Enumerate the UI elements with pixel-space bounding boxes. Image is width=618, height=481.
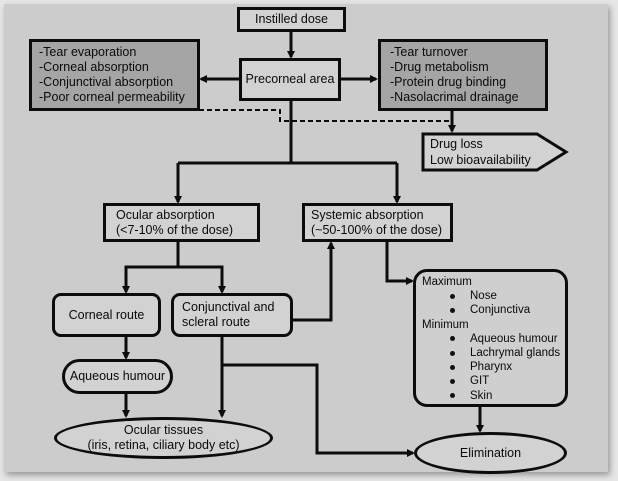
ocular-tissues-ellipse: Ocular tissues (iris, retina, ciliary bo…: [54, 417, 273, 459]
left-losses-box: -Tear evaporation -Corneal absorption -C…: [29, 39, 200, 111]
instilled-dose-label: Instilled dose: [255, 12, 328, 26]
ocular-absorption-title: Ocular absorption: [116, 207, 215, 222]
systemic-sites-box: Maximum Nose Conjunctiva Minimum Aqueous…: [413, 269, 568, 407]
drug-loss-text: Drug loss Low bioavailability: [430, 137, 531, 168]
site-list-item: Conjunctiva: [422, 303, 565, 317]
arrow-conjunctival-to-systemic: [292, 241, 335, 322]
connector-ocular-split: [122, 241, 180, 294]
bullet-icon: [450, 364, 455, 370]
site-list-item: GIT: [422, 374, 565, 388]
site-list-item: Pharynx: [422, 360, 565, 374]
systemic-absorption-percent: (~50-100% of the dose): [311, 222, 442, 237]
left-loss-item: -Tear evaporation: [39, 45, 137, 59]
ocular-tissues-examples: (iris, retina, ciliary body etc): [87, 438, 240, 452]
drug-loss-label: Drug loss: [430, 137, 483, 151]
drug-loss-shape: [421, 132, 569, 172]
site-label: Nose: [470, 290, 497, 303]
elimination-ellipse: Elimination: [414, 432, 567, 474]
site-list-item: Lachrymal glands: [422, 346, 565, 360]
minimum-label: Minimum: [422, 318, 469, 331]
site-list-item: Aqueous humour: [422, 332, 565, 346]
ocular-absorption-percent: (<7-10% of the dose): [116, 222, 234, 237]
arrow-systemic-to-sites: [385, 241, 414, 285]
low-bioavailability-label: Low bioavailability: [430, 152, 531, 167]
bullet-icon: [450, 350, 455, 356]
right-loss-item: -Nasolacrimal drainage: [390, 90, 519, 104]
bullet-icon: [450, 308, 455, 313]
ocular-tissues-title: Ocular tissues: [123, 423, 204, 437]
conjunctival-route-box: Conjunctival and scleral route: [171, 293, 293, 337]
precorneal-area-box: Precorneal area: [239, 58, 341, 101]
bullet-icon: [450, 393, 455, 399]
site-list-item: Skin: [422, 389, 565, 403]
systemic-absorption-box: Systemic absorption (~50-100% of the dos…: [302, 203, 453, 242]
bullet-icon: [450, 293, 455, 299]
right-losses-box: -Tear turnover -Drug metabolism -Protein…: [378, 39, 548, 111]
systemic-absorption-title: Systemic absorption: [311, 207, 424, 222]
right-loss-item: -Tear turnover: [390, 45, 468, 59]
corneal-route-box: Corneal route: [52, 293, 161, 337]
aqueous-humour-label: Aqueous humour: [69, 369, 166, 383]
arrow-conjunctival-to-elimination: [222, 363, 415, 457]
dashed-connector-to-drug-loss: [199, 109, 452, 122]
maximum-label: Maximum: [422, 276, 472, 288]
conjunctival-route-line1: Conjunctival and: [182, 300, 275, 314]
site-label: GIT: [470, 375, 490, 388]
instilled-dose-box: Instilled dose: [237, 7, 346, 32]
ocular-absorption-box: Ocular absorption (<7-10% of the dose): [103, 203, 260, 242]
precorneal-area-label: Precorneal area: [245, 72, 335, 86]
left-loss-item: -Conjunctival absorption: [39, 75, 174, 89]
right-loss-item: -Drug metabolism: [390, 60, 489, 74]
site-label: Skin: [470, 389, 493, 402]
connector-ocular-split-right: [178, 265, 226, 294]
left-loss-item: -Corneal absorption: [39, 60, 149, 74]
site-label: Lachrymal glands: [470, 347, 561, 360]
site-label: Conjunctiva: [470, 304, 531, 317]
bullet-icon: [450, 379, 455, 385]
corneal-route-label: Corneal route: [68, 307, 145, 322]
conjunctival-route-line2: scleral route: [182, 315, 251, 329]
right-loss-item: -Protein drug binding: [390, 75, 507, 89]
elimination-label: Elimination: [459, 445, 522, 460]
site-label: Pharynx: [470, 361, 513, 374]
left-loss-item: -Poor corneal permeability: [39, 90, 185, 104]
site-label: Aqueous humour: [470, 332, 558, 345]
aqueous-humour-box: Aqueous humour: [62, 359, 173, 394]
bullet-icon: [450, 336, 455, 342]
site-list-item: Nose: [422, 289, 565, 303]
